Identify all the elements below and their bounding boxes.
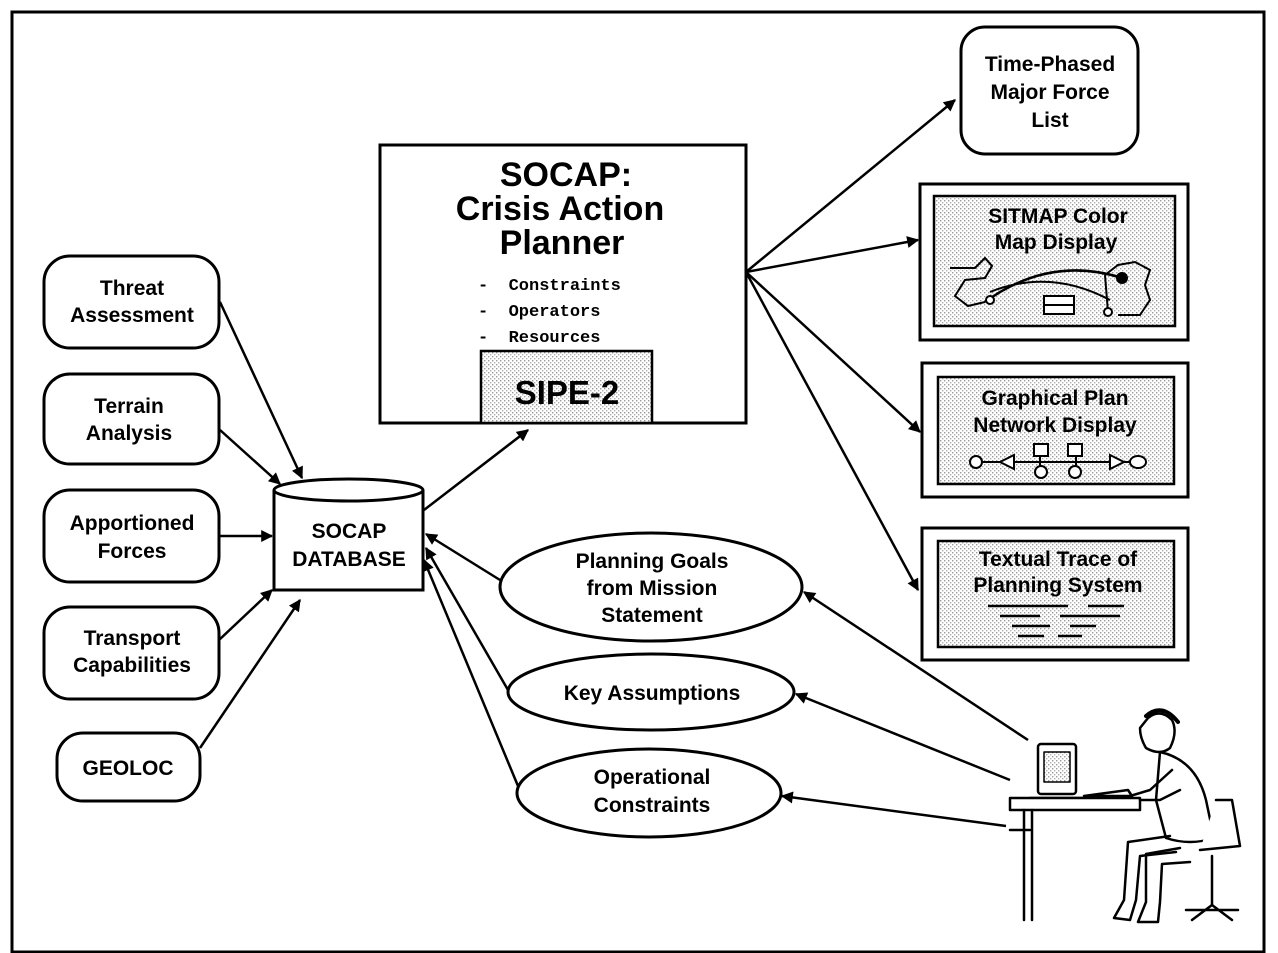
arrow-db-to-planner	[423, 429, 529, 511]
input-label-line: Forces	[98, 540, 167, 563]
arrow-user-to-goals	[802, 590, 1029, 742]
output-box-force-list: Time-Phased Major Force List	[959, 25, 1140, 156]
goal-label-line: Key Assumptions	[564, 682, 741, 705]
output-label-line: List	[1031, 109, 1068, 132]
planner-title-line: SOCAP:	[500, 156, 632, 194]
plan-network-icon	[969, 443, 1147, 479]
output-label-line: Textual Trace of	[979, 548, 1138, 571]
input-label-line: Terrain	[94, 395, 164, 418]
input-box-terrain-analysis: Terrain Analysis	[42, 372, 221, 466]
database-label-line: SOCAP	[312, 520, 387, 543]
input-box-transport-capabilities: Transport Capabilities	[42, 605, 221, 701]
output-label-line: Time-Phased	[985, 53, 1115, 76]
arrow-planner-to-force-list	[745, 99, 956, 273]
goal-key-assumptions: Key Assumptions	[506, 652, 796, 732]
output-label-line: Graphical Plan	[981, 387, 1128, 410]
input-label-line: Threat	[100, 277, 164, 300]
sipe2-engine-box: SIPE-2	[479, 349, 654, 425]
input-box-threat-assessment: Threat Assessment	[42, 254, 221, 350]
output-box-plan-network: Graphical Plan Network Display	[920, 361, 1190, 499]
output-label-line: Map Display	[995, 231, 1118, 254]
arrow-planner-to-network	[745, 271, 921, 433]
database-label-line: DATABASE	[292, 548, 406, 571]
person-at-computer-icon	[1008, 708, 1242, 924]
planner-feature-operators: - Operators	[478, 303, 600, 322]
arrow-threat-to-db	[218, 301, 304, 480]
input-box-apportioned-forces: Apportioned Forces	[42, 488, 221, 584]
input-label-line: Capabilities	[73, 654, 191, 677]
output-label-line: Planning System	[973, 574, 1142, 597]
input-label-line: Assessment	[70, 304, 194, 327]
diagram-frame	[10, 10, 1266, 953]
output-box-sitmap: SITMAP Color Map Display	[918, 182, 1190, 342]
input-label-line: GEOLOC	[82, 757, 173, 780]
planner-feature-resources: - Resources	[478, 329, 600, 348]
socap-database: SOCAP DATABASE	[272, 477, 425, 592]
output-label-line: SITMAP Color	[988, 205, 1128, 228]
sipe2-label: SIPE-2	[515, 374, 620, 411]
arrow-terrain-to-db	[219, 429, 281, 485]
input-label-line: Transport	[84, 627, 181, 650]
input-box-geoloc: GEOLOC	[55, 731, 202, 803]
goal-planning-goals: Planning Goals from Mission Statement	[498, 531, 804, 643]
input-label-line: Analysis	[86, 422, 172, 445]
socap-planner-box: SOCAP: Crisis Action Planner - Constrain…	[378, 143, 748, 425]
arrow-planner-to-sitmap	[745, 236, 920, 274]
output-box-textual-trace: Textual Trace of Planning System	[920, 526, 1190, 662]
arrow-user-to-constraints	[780, 791, 1007, 828]
arrow-constraints-to-db	[422, 558, 520, 787]
connector-arrows	[198, 99, 1029, 828]
goal-label-line: Statement	[601, 604, 703, 627]
output-label-line: Major Force	[990, 81, 1109, 104]
arrow-planner-to-trace	[744, 271, 920, 592]
arrow-goals-to-db	[424, 532, 501, 582]
planner-title-line: Planner	[500, 224, 625, 262]
arrow-transport-to-db	[218, 589, 273, 641]
goal-operational-constraints: Operational Constraints	[515, 747, 783, 839]
goal-label-line: Operational	[594, 766, 711, 789]
arrow-assumptions-to-db	[424, 546, 510, 691]
arrow-geoloc-to-db	[198, 599, 302, 749]
output-label-line: Network Display	[973, 414, 1137, 437]
input-label-line: Apportioned	[70, 512, 195, 535]
text-lines-icon	[988, 604, 1124, 638]
goal-label-line: from Mission	[587, 577, 718, 600]
map-sketch-icon	[950, 256, 1152, 317]
goal-label-line: Constraints	[594, 794, 711, 817]
planner-feature-constraints: - Constraints	[478, 277, 621, 296]
arrow-user-to-assumptions	[794, 692, 1011, 782]
goal-label-line: Planning Goals	[576, 550, 729, 573]
planner-title-line: Crisis Action	[456, 190, 664, 228]
